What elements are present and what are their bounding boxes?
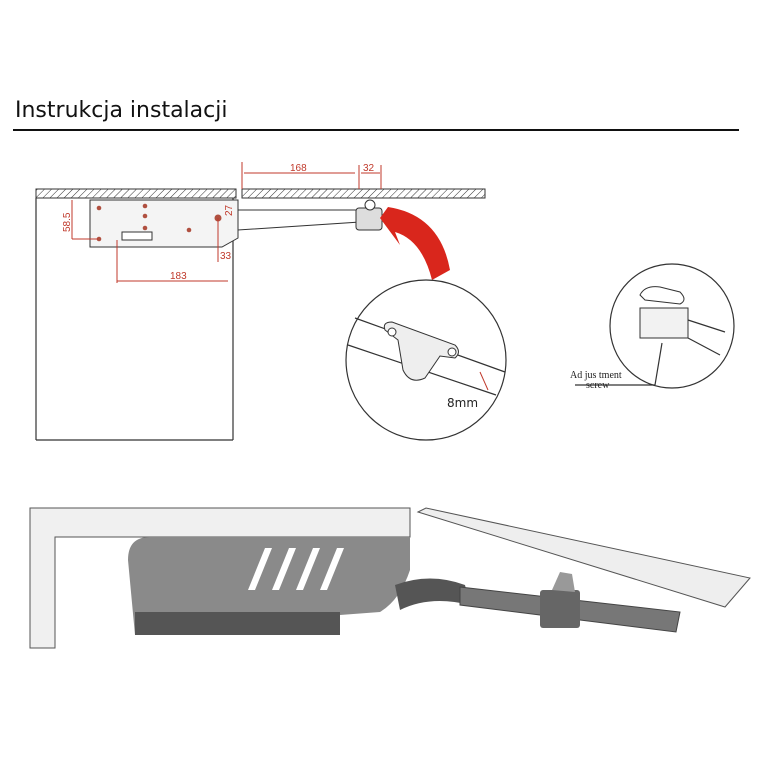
detail-adjustment-screw: Ad jus tment screw	[570, 263, 735, 391]
dimension-183: 183	[170, 271, 187, 282]
open-direction-arrow	[380, 207, 450, 280]
title-divider	[13, 129, 739, 131]
lift-arm	[237, 209, 361, 231]
cabinet-top-hatched	[35, 188, 237, 199]
door-panel	[416, 507, 751, 608]
dimension-27: 27	[224, 204, 235, 216]
dimension-58-5: 58.5	[62, 212, 73, 232]
door-hatched	[241, 188, 486, 199]
dimension-lines	[71, 162, 382, 283]
detail-label-8mm: 8mm	[447, 396, 478, 410]
mechanism-housing	[128, 537, 410, 635]
adjustment-label-line1: Ad jus tment	[570, 370, 622, 381]
dimension-32: 32	[363, 163, 375, 174]
dimension-33: 33	[220, 251, 232, 262]
door-bracket-3d	[540, 590, 580, 628]
side-view-diagram: 168 32 58.5 27 33 183	[35, 162, 486, 441]
arm-sleeve	[395, 578, 470, 610]
dimension-168: 168	[290, 163, 307, 174]
page-title: Instrukcja instalacji	[15, 98, 228, 123]
mechanism-plate	[89, 199, 239, 248]
door-bracket	[355, 207, 383, 231]
mount-holes	[96, 203, 222, 242]
mechanism-illustration	[29, 507, 751, 649]
detail-bracket-8mm: 8mm	[345, 279, 507, 441]
housing-vents	[248, 548, 344, 590]
adjustment-label-line2: screw	[586, 380, 610, 391]
